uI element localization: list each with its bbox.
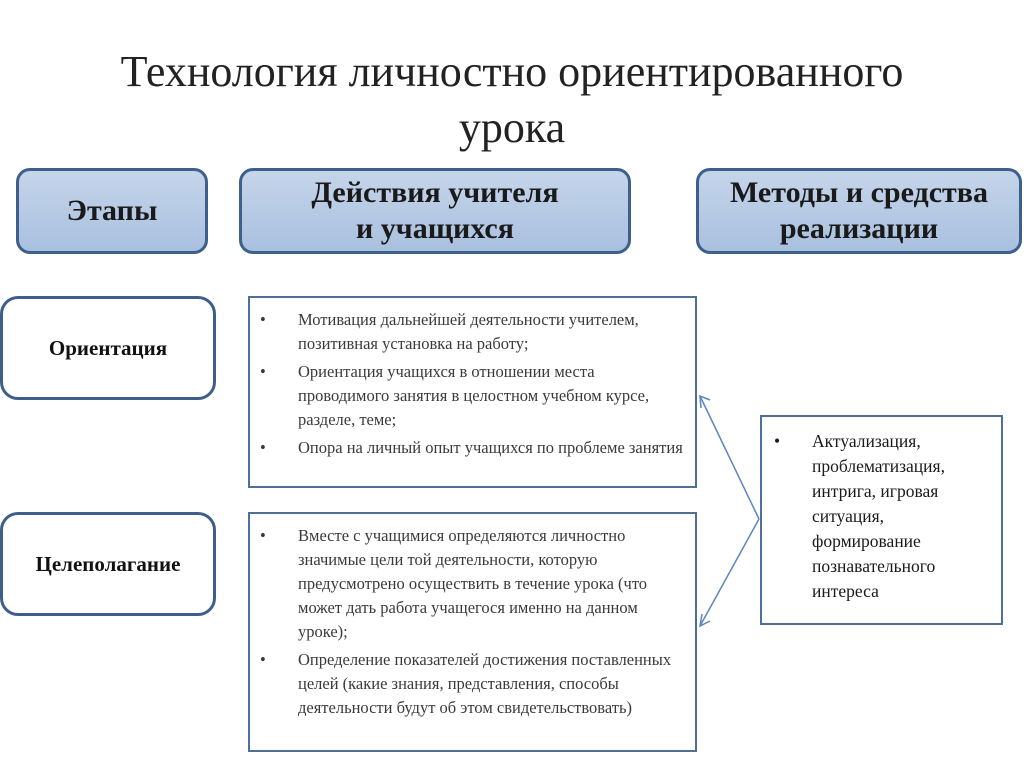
stage-goal-setting: Целеполагание	[0, 512, 216, 616]
connector-line-to-orientation	[699, 395, 760, 520]
list-item: Актуализация, проблематизация, интрига, …	[774, 429, 991, 604]
page-title: Технология личностно ориентированного ур…	[0, 44, 1024, 156]
actions-box-orientation: Мотивация дальнейшей деятельности учител…	[248, 296, 697, 488]
stage-orientation: Ориентация	[0, 296, 216, 400]
title-line-2: урока	[458, 103, 566, 152]
list-item: Вместе с учащимися определяются личностн…	[260, 524, 685, 644]
header-actions-line-1: Действия учителя	[311, 176, 559, 209]
header-actions-text: Действия учителя и учащихся	[311, 175, 558, 247]
header-stages-label: Этапы	[66, 194, 158, 227]
header-actions: Действия учителя и учащихся	[239, 168, 631, 254]
list-item: Определение показателей достижения поста…	[260, 648, 685, 720]
stage-orientation-label: Ориентация	[48, 335, 168, 360]
actions-list-orientation: Мотивация дальнейшей деятельности учител…	[250, 298, 695, 460]
connector-line-to-goal-setting	[699, 518, 760, 627]
header-methods: Методы и средства реализации	[696, 168, 1022, 254]
arrowhead-goal-setting	[699, 613, 711, 628]
header-methods-line-1: Методы и средства	[730, 176, 988, 209]
header-methods-text: Методы и средства реализации	[730, 175, 988, 247]
stage-goal-setting-label: Целеполагание	[35, 551, 181, 576]
list-item: Опора на личный опыт учащихся по проблем…	[260, 436, 685, 460]
header-methods-line-2: реализации	[779, 212, 939, 245]
arrowhead-orientation	[699, 394, 711, 409]
methods-box: Актуализация, проблематизация, интрига, …	[760, 415, 1003, 625]
title-line-1: Технология личностно ориентированного	[120, 47, 904, 96]
methods-list: Актуализация, проблематизация, интрига, …	[762, 417, 1001, 604]
header-stages: Этапы	[16, 168, 208, 254]
actions-list-goal-setting: Вместе с учащимися определяются личностн…	[250, 514, 695, 720]
list-item: Мотивация дальнейшей деятельности учител…	[260, 308, 685, 356]
header-actions-line-2: и учащихся	[355, 212, 514, 245]
actions-box-goal-setting: Вместе с учащимися определяются личностн…	[248, 512, 697, 752]
list-item: Ориентация учащихся в отношении места пр…	[260, 360, 685, 432]
